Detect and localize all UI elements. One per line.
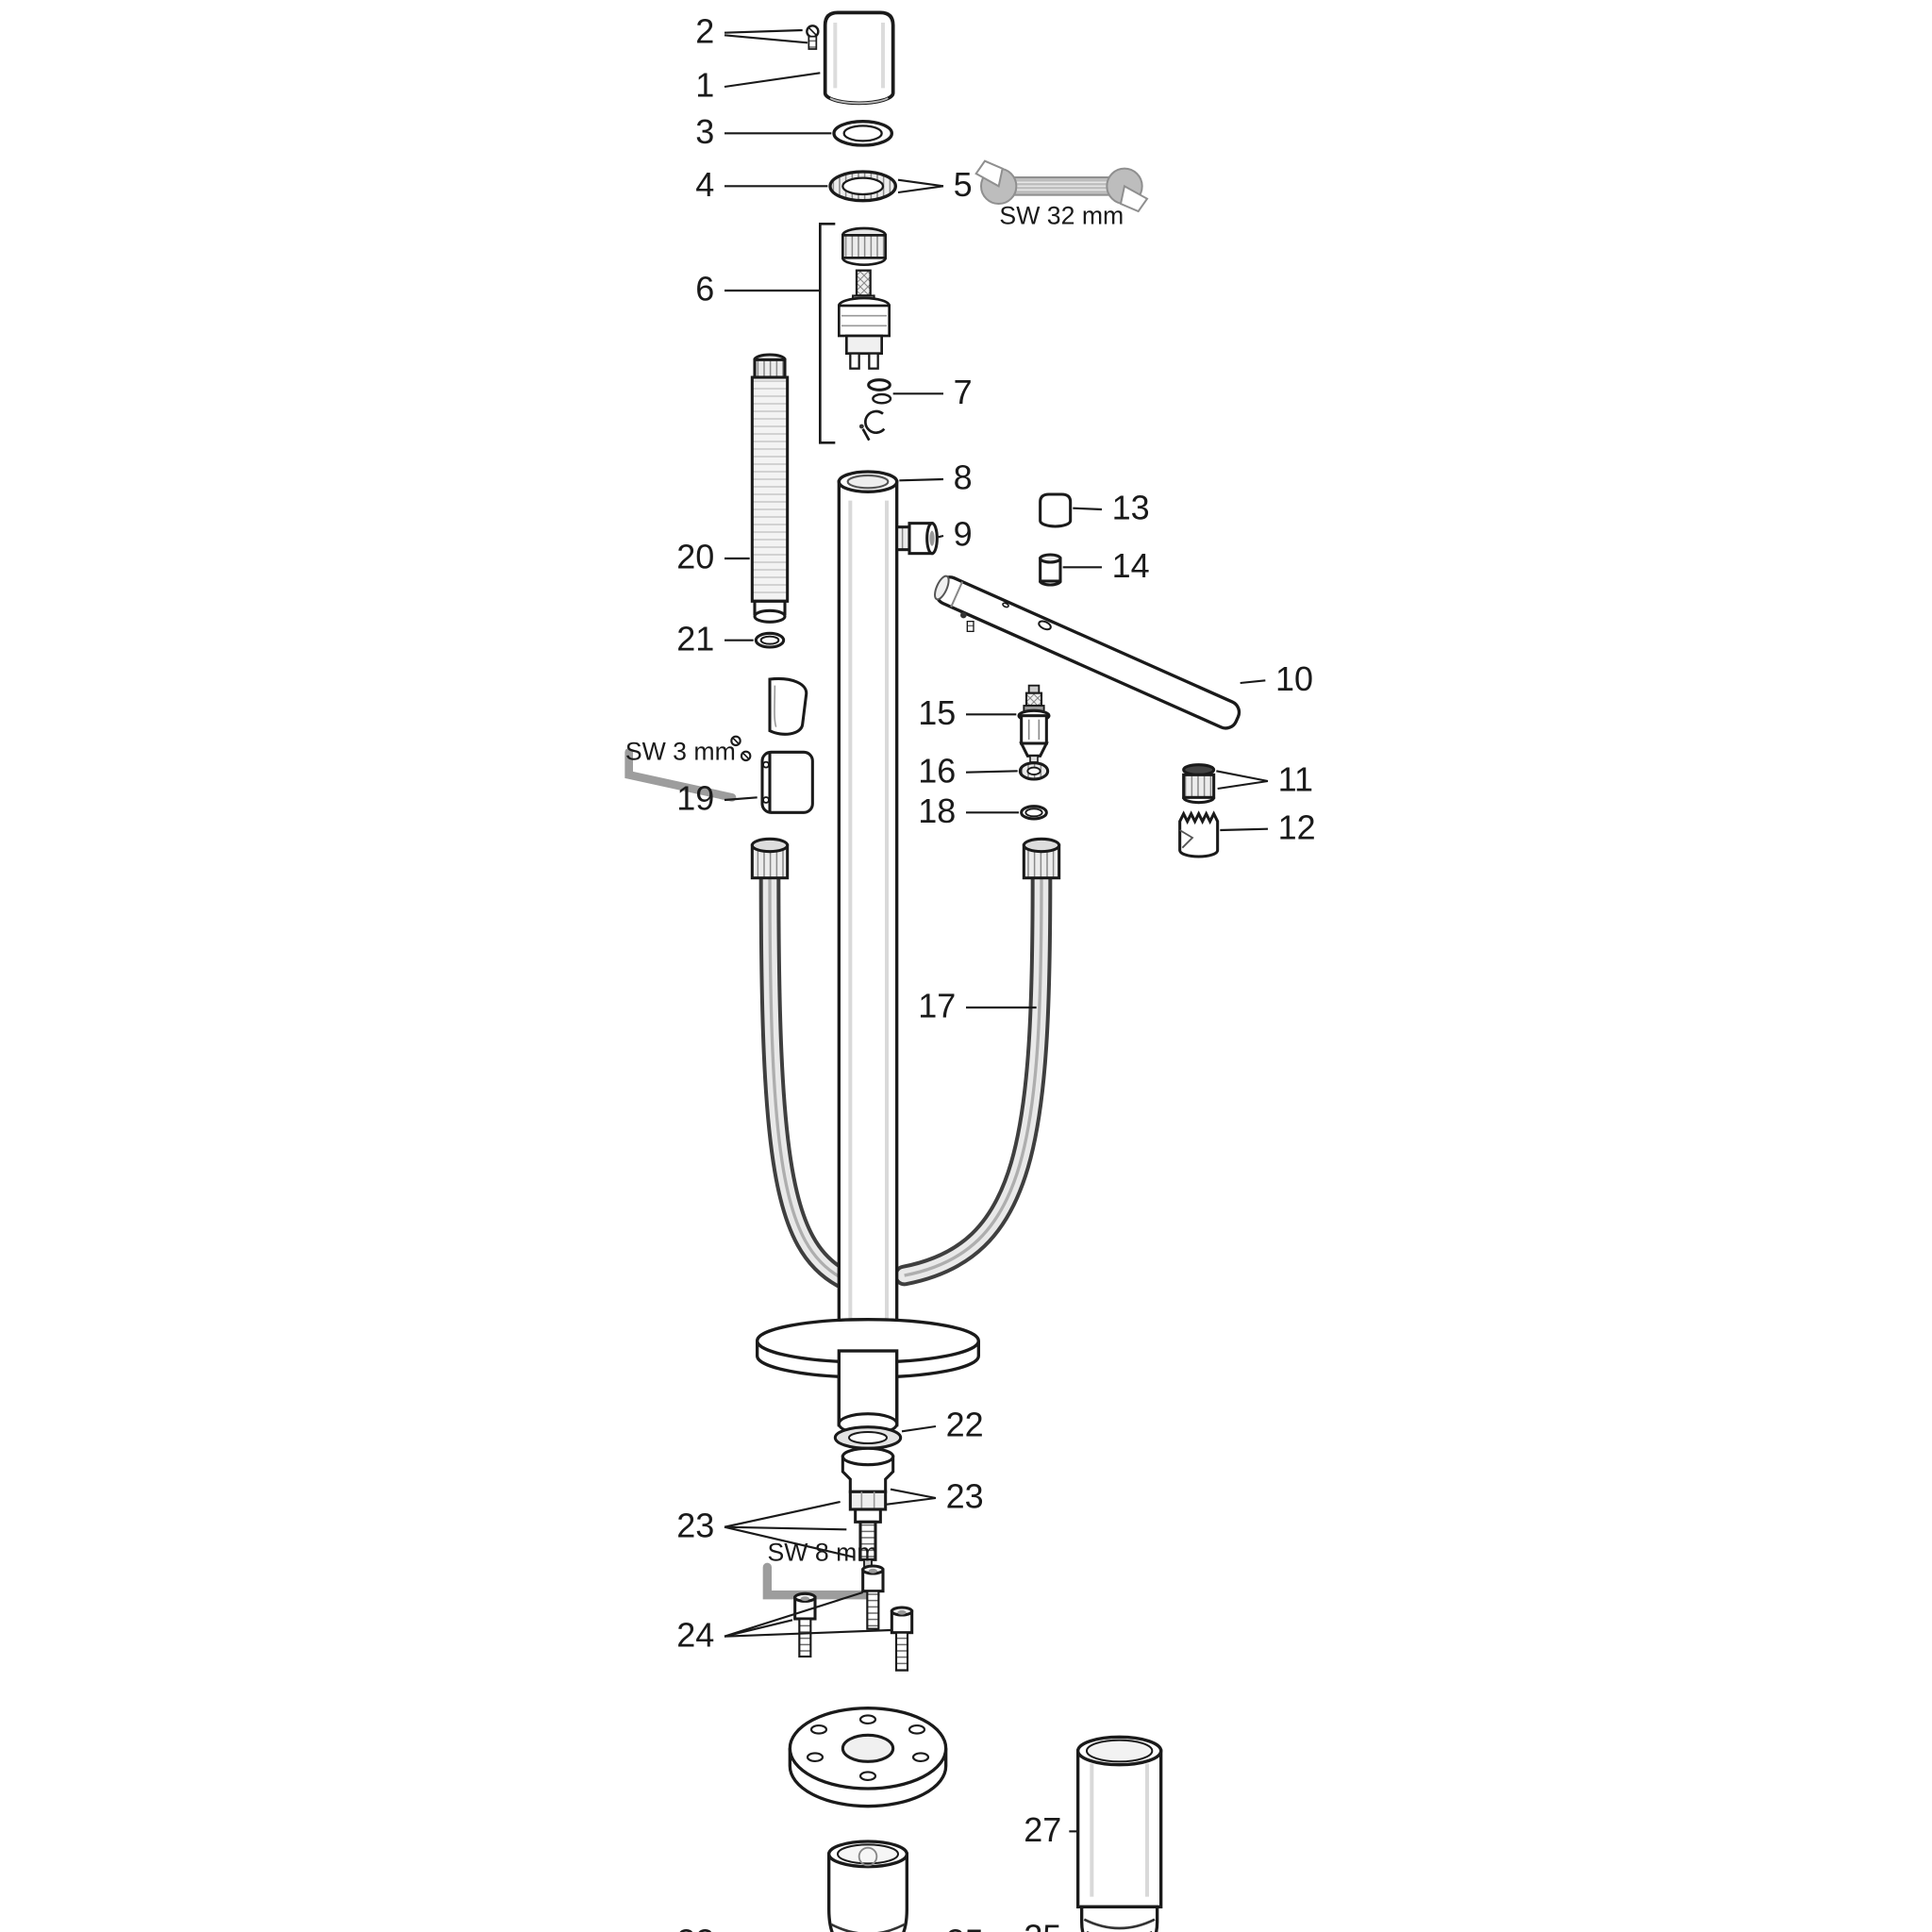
leader-line-23-2 (724, 1525, 855, 1558)
allen-key-sw8-label: SW 8 mm (768, 1539, 878, 1567)
leader-line-8-0 (899, 477, 944, 482)
callout-label-18: 18 (918, 791, 956, 830)
part-1-handle (823, 10, 895, 106)
part-7-seal-kit (858, 378, 892, 441)
part-23-base-fitting (841, 1446, 895, 1569)
callout-label-22: 22 (946, 1406, 984, 1444)
screw-24-b (861, 1564, 885, 1630)
leader-line-19-0 (724, 796, 758, 802)
callout-label-22: 22 (676, 1923, 714, 1932)
callout-label-9: 9 (954, 515, 973, 554)
part-16-nut (1018, 761, 1050, 781)
callout-label-14: 14 (1112, 546, 1150, 585)
part-2-screw (806, 25, 820, 50)
callout-label-23: 23 (946, 1477, 984, 1516)
part-13-cap (1039, 492, 1073, 528)
leader-line-24-2 (724, 1628, 891, 1638)
leader-line-23-0 (890, 1488, 937, 1500)
leader-line-5-0 (897, 178, 944, 188)
part-3-ring (832, 119, 893, 147)
part-22-ring-top (833, 1425, 903, 1450)
leader-line-1-0 (724, 72, 821, 89)
leader-line-2-0 (724, 28, 803, 34)
part-27-extension-sleeve (1075, 1735, 1163, 1932)
part-15-valve-cartridge (1017, 684, 1051, 763)
allen-key-sw8-graphic (762, 1562, 880, 1600)
leader-line-23-0 (724, 1500, 841, 1528)
callout-label-3: 3 (695, 112, 714, 151)
callout-label-6: 6 (695, 270, 714, 308)
leader-line-10-0 (1240, 679, 1266, 685)
main-column-pipe (837, 470, 899, 1427)
part-14-bushing (1039, 553, 1062, 587)
leader-line-23-1 (886, 1496, 937, 1506)
part-19-clamp-set (730, 676, 814, 814)
part-18-o-ring (1020, 805, 1048, 821)
part-24-screws (793, 1564, 914, 1672)
callout-label-17: 17 (918, 987, 956, 1025)
screw-24-c (890, 1606, 914, 1672)
part-4-nut (828, 170, 897, 203)
callout-label-16: 16 (918, 751, 956, 790)
leader-line-24-1 (724, 1591, 863, 1638)
leader-line-13-0 (1073, 507, 1103, 511)
part-20-riser-hose (750, 353, 790, 624)
spout-set-screw (960, 611, 974, 632)
callout-label-8: 8 (954, 458, 973, 497)
callout-label-25: 25 (946, 1923, 984, 1932)
part-17-hose-set (758, 864, 1053, 1289)
callout-label-27: 27 (1024, 1810, 1061, 1849)
callout-label-23: 23 (676, 1506, 714, 1544)
wrench-sw32-label: SW 32 mm (999, 201, 1124, 229)
part-12-aerator-shell (1178, 810, 1220, 858)
callout-label-10: 10 (1275, 659, 1313, 698)
allen-key-sw3-label: SW 3 mm (625, 737, 736, 765)
hose-right-fitting (1022, 837, 1061, 880)
callout-label-12: 12 (1278, 808, 1316, 846)
callout-label-4: 4 (695, 165, 714, 204)
leader-line-12-0 (1220, 827, 1269, 832)
part-6-cartridge-assembly (819, 223, 891, 444)
callout-label-11: 11 (1278, 760, 1313, 799)
callout-label-24: 24 (676, 1615, 714, 1654)
hose-left-fitting (750, 837, 790, 880)
leader-line-11-1 (1217, 779, 1269, 791)
mounting-flange-plate (788, 1707, 948, 1808)
leader-line-22-0 (901, 1424, 937, 1433)
leader-line-5-1 (897, 185, 944, 194)
leader-line-23-1 (724, 1525, 847, 1531)
callout-label-13: 13 (1112, 489, 1150, 527)
leader-line-9-0 (938, 534, 944, 539)
callout-label-21: 21 (676, 619, 714, 658)
callout-label-15: 15 (918, 693, 956, 732)
part-25-socket-left (827, 1840, 908, 1932)
part-9-connector (895, 522, 939, 556)
screw-24-a (793, 1591, 817, 1658)
callout-label-1: 1 (695, 66, 714, 105)
leader-line-11-0 (1216, 770, 1269, 783)
callout-label-20: 20 (676, 538, 714, 576)
callout-label-25: 25 (1024, 1917, 1061, 1932)
part-10-spout (934, 575, 1241, 730)
allen-key-sw3-graphic (625, 747, 737, 802)
part-21-seal-ring (754, 631, 786, 649)
part-11-aerator-insert (1182, 763, 1216, 805)
callout-label-19: 19 (676, 779, 714, 818)
leader-line-16-0 (965, 770, 1018, 774)
wrench-sw32-graphic (974, 159, 1149, 213)
callout-label-7: 7 (954, 373, 973, 411)
callout-label-2: 2 (695, 11, 714, 50)
leader-line-2-1 (724, 34, 808, 44)
column-below-flange (837, 1349, 899, 1436)
callout-label-5: 5 (954, 165, 973, 204)
